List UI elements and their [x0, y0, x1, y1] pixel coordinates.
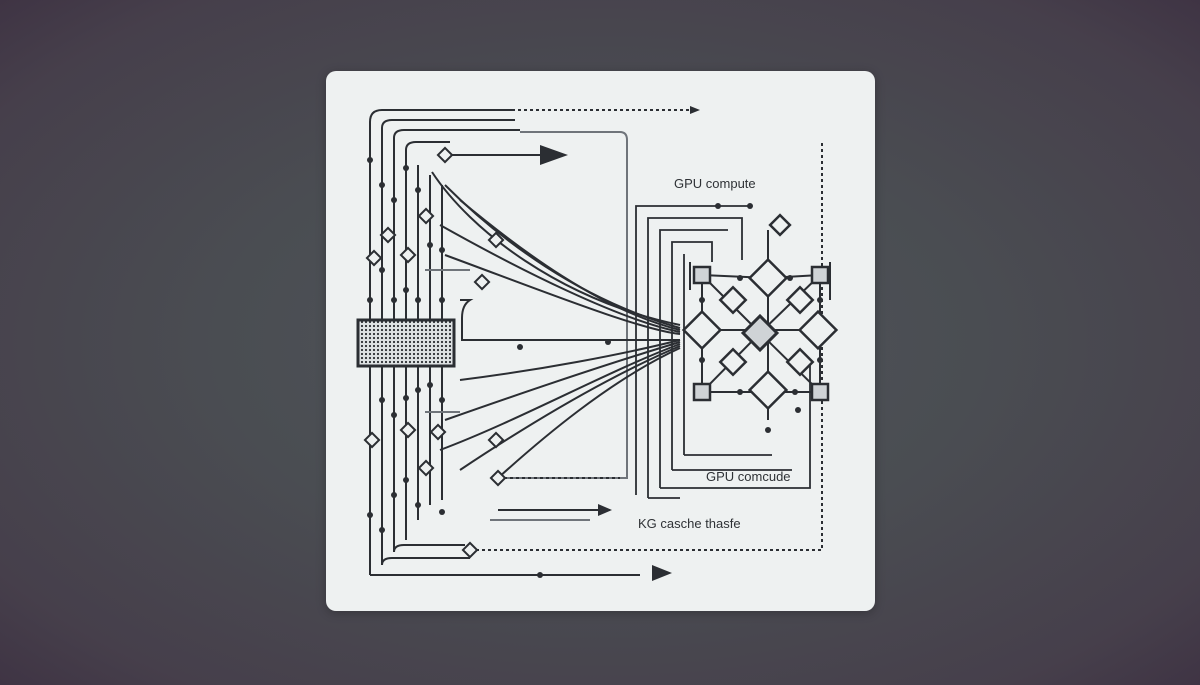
kg-cache-label: KG casche thasfe	[638, 516, 741, 531]
junction-dots	[367, 157, 753, 578]
connector-diamonds	[363, 146, 507, 559]
chip-pins	[369, 305, 443, 385]
top-arrows	[445, 109, 690, 479]
compute-frame-lines	[635, 205, 811, 499]
arrow-head-top	[540, 145, 568, 165]
gpu-mesh-nodes	[681, 213, 839, 411]
input-chip	[356, 318, 456, 368]
arrow-head-bottom	[652, 565, 672, 581]
gpu-corner-boxes	[692, 265, 830, 402]
fan-lines	[431, 171, 681, 479]
gpu-mesh-dots	[699, 275, 823, 433]
left-bus-lines	[369, 109, 640, 576]
gpu-comcude-label: GPU comcude	[706, 469, 791, 484]
gpu-compute-label: GPU compute	[674, 176, 756, 191]
arrow-head-mid	[598, 504, 612, 516]
arrow-head-top-small	[690, 106, 700, 114]
gpu-core-node	[740, 313, 780, 353]
